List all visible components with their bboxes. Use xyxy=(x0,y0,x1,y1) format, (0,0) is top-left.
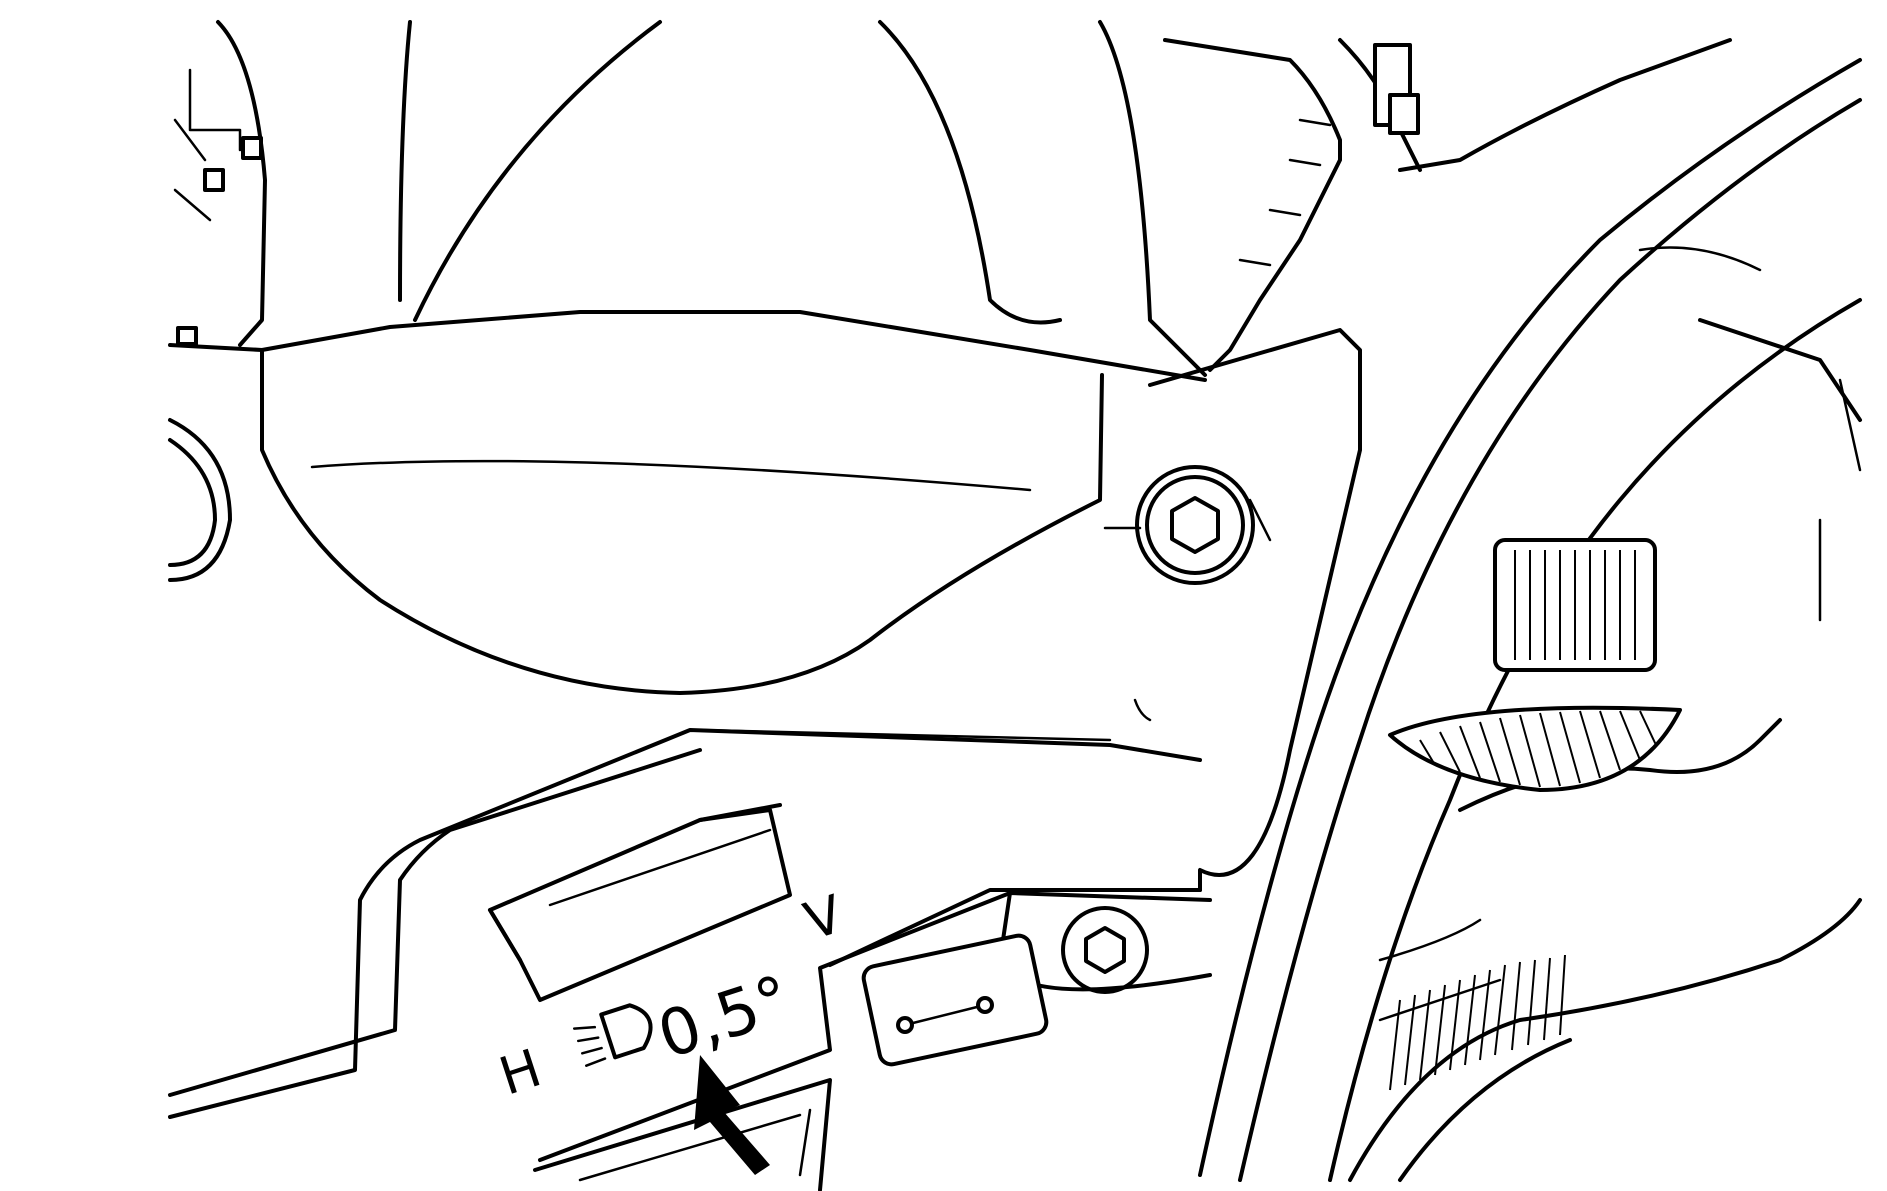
lamp-lens xyxy=(1388,705,1682,792)
pointer-arrow-icon xyxy=(694,1055,770,1175)
headlamp-low-beam-icon xyxy=(572,1003,653,1067)
adjustment-bolt-lower xyxy=(1061,906,1149,994)
horizontal-label: H xyxy=(493,1038,549,1107)
vertical-label: V xyxy=(798,884,851,952)
lower-trim xyxy=(533,1078,832,1191)
lamp-reflector-ribs xyxy=(1493,538,1657,672)
headlamp-adjuster-tab xyxy=(488,803,792,1002)
angle-value: 0,5° xyxy=(650,962,800,1074)
body-panel xyxy=(168,698,1202,1119)
headlamp-assembly xyxy=(1198,58,1862,1182)
adjustment-bolt-upper xyxy=(1103,465,1272,585)
adjustment-label-plate xyxy=(861,933,1049,1067)
lamp-lower-shading xyxy=(1389,954,1566,1091)
